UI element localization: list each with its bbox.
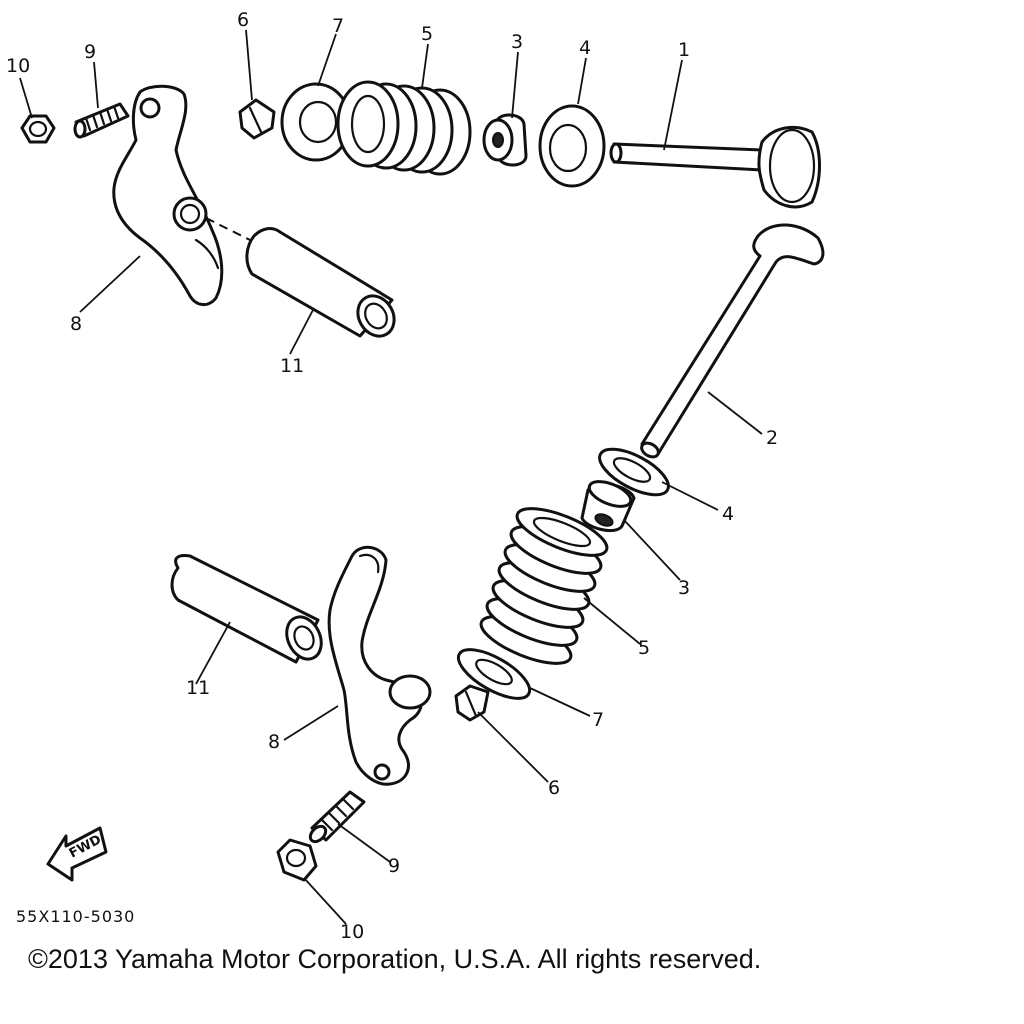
upper-valve-cotter	[238, 98, 276, 140]
lower-spring-retainer	[456, 648, 532, 700]
leader-lines	[19, 29, 763, 925]
callout-lower-8: 8	[268, 731, 280, 753]
callout-upper-8: 8	[70, 313, 82, 335]
callout-lower-10: 10	[340, 921, 364, 943]
lower-stem-seal	[580, 480, 636, 532]
lower-spring-seat	[598, 447, 670, 497]
callout-upper-6: 6	[237, 9, 249, 31]
lower-adjusting-screw	[308, 790, 366, 844]
callout-lower-4: 4	[722, 503, 734, 525]
callout-upper-3: 3	[511, 31, 523, 53]
diagram-code: 55X110-5030	[16, 907, 135, 926]
upper-valve-spring	[336, 80, 472, 176]
callout-lower-3: 3	[678, 577, 690, 599]
upper-rocker-arm	[112, 84, 224, 306]
upper-rocker-shaft	[245, 227, 396, 338]
callout-upper-5: 5	[421, 23, 433, 45]
lower-rocker-shaft	[170, 554, 323, 664]
callout-lower-7: 7	[592, 709, 604, 731]
callout-lower-5: 5	[638, 637, 650, 659]
callout-upper-11: 11	[280, 355, 304, 377]
exhaust-valve	[640, 223, 825, 459]
callout-lower-2: 2	[766, 427, 778, 449]
callout-upper-7: 7	[332, 15, 344, 37]
callout-lower-6: 6	[548, 777, 560, 799]
lower-valve-spring	[479, 507, 609, 665]
callout-upper-4: 4	[579, 37, 591, 59]
callout-numbers: 10 9 6 7 5 3 4 1 8 11 2 4 3 5 7 6 11 8 9…	[6, 9, 778, 943]
intake-valve	[609, 125, 821, 209]
upper-lock-nut	[20, 114, 56, 144]
lower-lock-nut	[276, 838, 318, 882]
callout-upper-1: 1	[678, 39, 690, 61]
forward-direction-arrow-icon: FWD	[46, 826, 108, 882]
callout-lower-11: 11	[186, 677, 210, 699]
callout-lower-9: 9	[388, 855, 400, 877]
callout-upper-10: 10	[6, 55, 30, 77]
copyright-notice: ©2013 Yamaha Motor Corporation, U.S.A. A…	[28, 944, 762, 974]
upper-adjusting-screw	[73, 102, 130, 139]
lower-valve-cotter	[454, 684, 490, 722]
lower-rocker-arm	[327, 545, 432, 786]
upper-spring-seat	[538, 104, 606, 188]
callout-upper-9: 9	[84, 41, 96, 63]
upper-stem-seal	[482, 113, 528, 167]
